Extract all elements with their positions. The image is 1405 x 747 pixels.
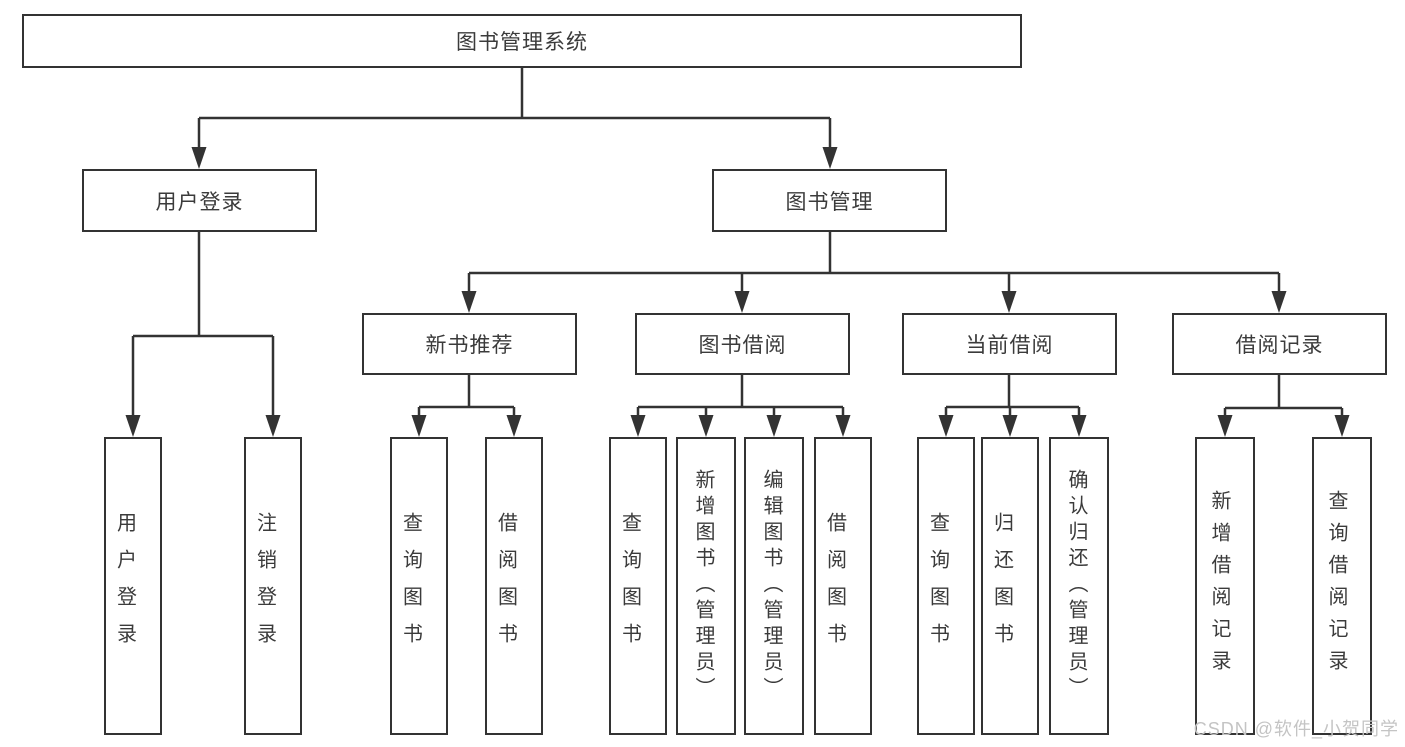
leaf-add-borrow-record-label: 新增借阅记录: [1208, 490, 1230, 682]
leaf-logout-label: 注销登录: [253, 512, 276, 660]
leaf-borrow-book-2: 借阅图书: [814, 437, 872, 735]
node-borrow-record: 借阅记录: [1172, 313, 1387, 375]
leaf-borrow-book-2-label: 借阅图书: [823, 512, 846, 660]
node-borrow-record-label: 借阅记录: [1235, 334, 1324, 357]
leaf-user-login-label: 用户登录: [113, 512, 136, 660]
leaf-confirm-return-admin-label: 确认归还（管理员）: [1065, 469, 1087, 703]
leaf-query-book-3: 查询图书: [917, 437, 975, 735]
leaf-query-borrow-record: 查询借阅记录: [1312, 437, 1372, 735]
leaf-confirm-return-admin: 确认归还（管理员）: [1049, 437, 1109, 735]
node-user-login: 用户登录: [82, 169, 317, 232]
leaf-user-login: 用户登录: [104, 437, 162, 735]
leaf-query-borrow-record-label: 查询借阅记录: [1325, 490, 1347, 682]
leaf-edit-book-admin: 编辑图书（管理员）: [744, 437, 804, 735]
leaf-return-book: 归还图书: [981, 437, 1039, 735]
leaf-query-book-3-label: 查询图书: [926, 512, 949, 660]
node-book-borrow: 图书借阅: [635, 313, 850, 375]
node-user-login-label: 用户登录: [155, 190, 244, 214]
leaf-logout: 注销登录: [244, 437, 302, 735]
leaf-return-book-label: 归还图书: [990, 512, 1013, 660]
node-book-management: 图书管理: [712, 169, 947, 232]
leaf-add-borrow-record: 新增借阅记录: [1195, 437, 1255, 735]
node-book-borrow-label: 图书借阅: [698, 334, 787, 357]
node-book-management-label: 图书管理: [785, 190, 874, 214]
leaf-query-book-1: 查询图书: [390, 437, 448, 735]
csdn-watermark: CSDN @软件_小贺同学: [1193, 719, 1399, 739]
leaf-add-book-admin-label: 新增图书（管理员）: [692, 469, 714, 703]
node-current-borrow: 当前借阅: [902, 313, 1117, 375]
leaf-borrow-book-1-label: 借阅图书: [494, 512, 517, 660]
node-root-label: 图书管理系统: [456, 31, 588, 54]
leaf-query-book-2-label: 查询图书: [618, 512, 641, 660]
leaf-query-book-1-label: 查询图书: [399, 512, 422, 660]
leaf-add-book-admin: 新增图书（管理员）: [676, 437, 736, 735]
node-root: 图书管理系统: [22, 14, 1022, 68]
node-new-book-recommend-label: 新书推荐: [425, 334, 514, 357]
arrowhead-icons: [125, 147, 1350, 437]
leaf-borrow-book-1: 借阅图书: [485, 437, 543, 735]
node-current-borrow-label: 当前借阅: [965, 334, 1054, 357]
leaf-query-book-2: 查询图书: [609, 437, 667, 735]
leaf-edit-book-admin-label: 编辑图书（管理员）: [760, 469, 782, 703]
node-new-book-recommend: 新书推荐: [362, 313, 577, 375]
